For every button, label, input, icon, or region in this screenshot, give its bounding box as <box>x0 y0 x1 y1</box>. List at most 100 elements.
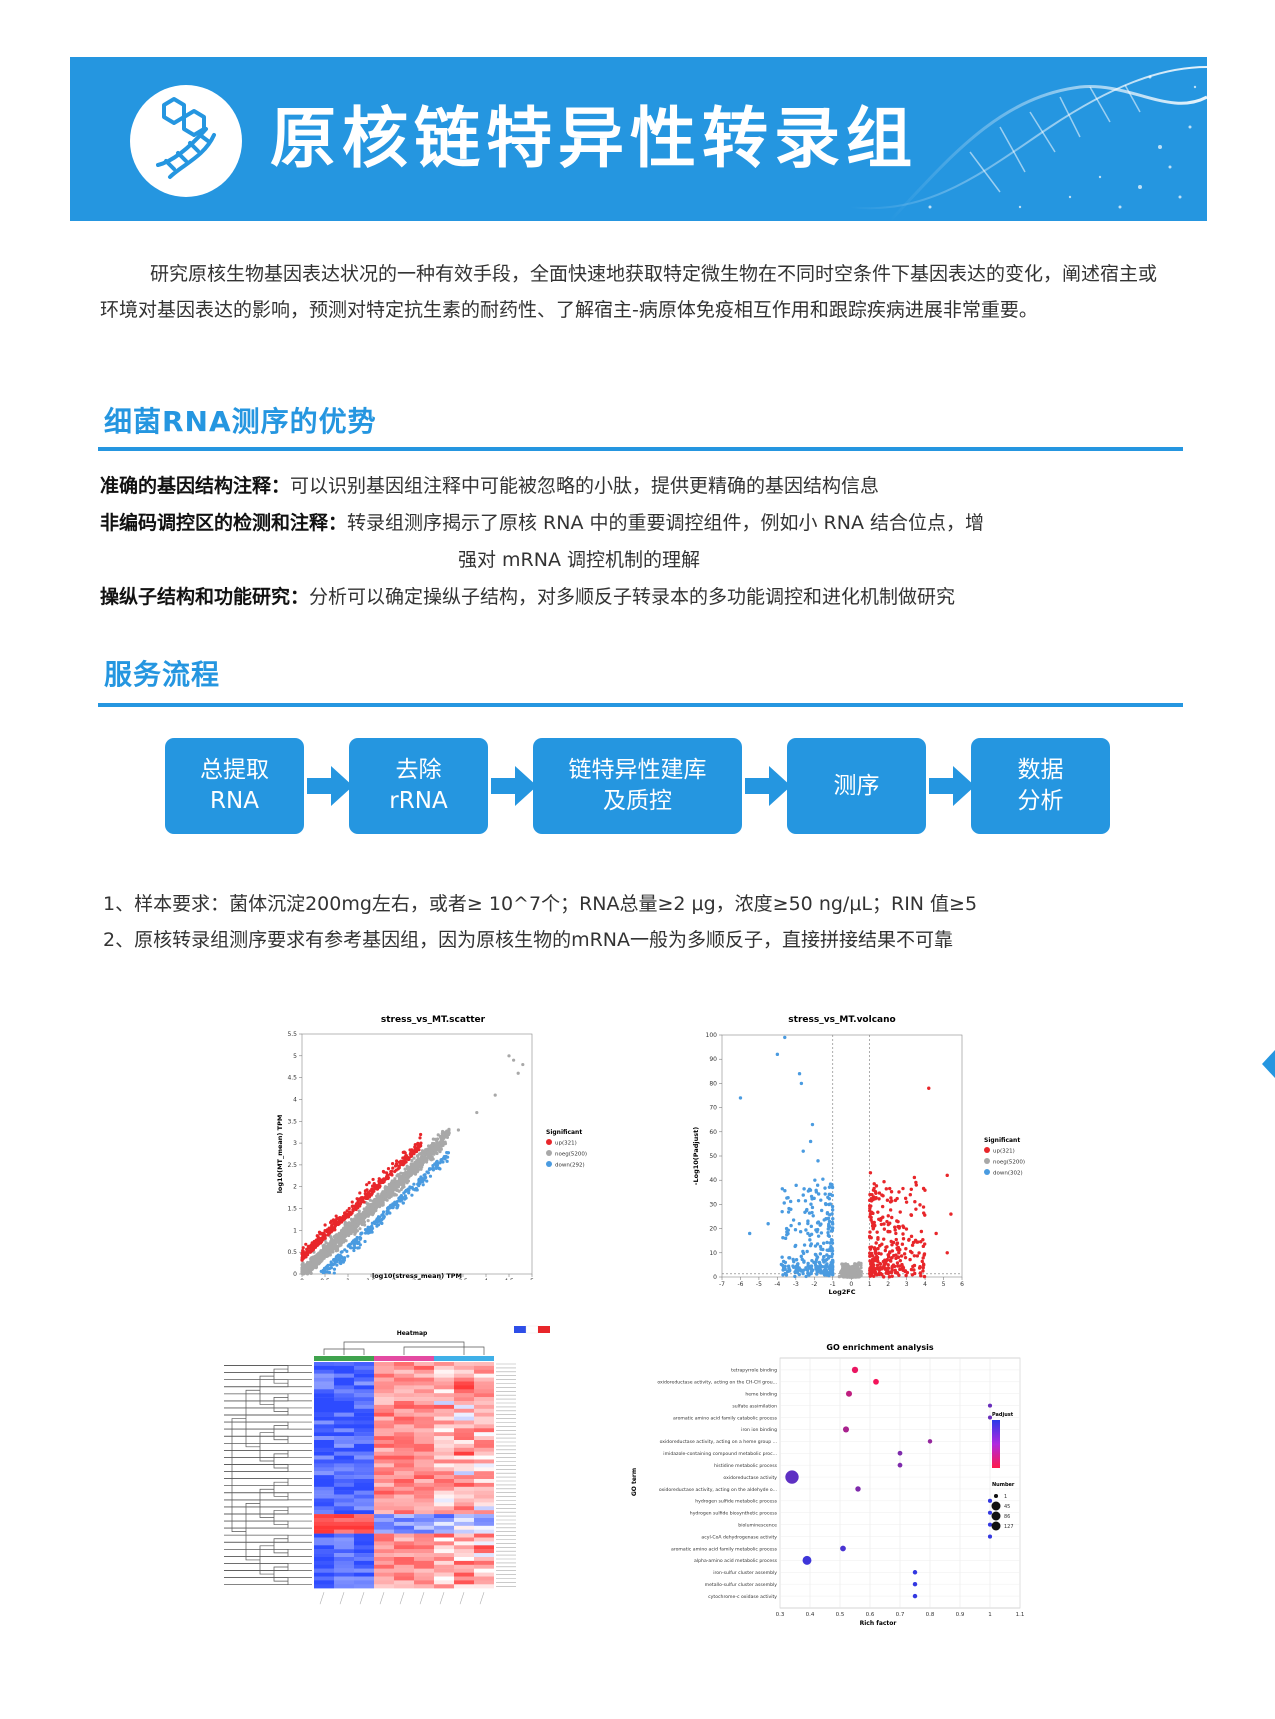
point-down <box>382 1215 386 1219</box>
point-up <box>405 1155 409 1159</box>
heatmap-cell <box>414 1533 434 1538</box>
point-noeg <box>382 1195 386 1199</box>
heatmap-cell <box>314 1436 334 1441</box>
workflow-step-total-rna: 总提取 RNA <box>165 738 304 834</box>
heatmap-cell <box>434 1443 454 1448</box>
heatmap-cell <box>354 1447 374 1452</box>
step-line1: 链特异性建库 <box>568 757 707 783</box>
point-down <box>326 1267 330 1271</box>
side-tab-arrow[interactable] <box>1262 1050 1275 1078</box>
point-up <box>315 1234 319 1238</box>
point-down <box>357 1246 361 1250</box>
point-up <box>877 1268 882 1273</box>
point-noeg <box>429 1153 433 1157</box>
heatmap-cell <box>394 1502 414 1507</box>
point-down <box>809 1242 813 1246</box>
heatmap-cell <box>314 1428 334 1433</box>
x-tick-label: 0 <box>849 1281 853 1288</box>
point-down <box>338 1257 342 1261</box>
heatmap-cell <box>434 1436 454 1441</box>
point-up <box>386 1167 391 1171</box>
heatmap-cell <box>414 1412 434 1417</box>
heatmap-cell <box>314 1447 334 1452</box>
advantage-text: 转录组测序揭示了原核 RNA 中的重要调控组件，例如小 RNA 结合位点，增 <box>347 512 984 534</box>
point-up <box>393 1164 398 1168</box>
point-noeg <box>395 1188 399 1193</box>
y-tick-label: 5 <box>293 1053 297 1060</box>
point-up <box>887 1275 892 1279</box>
heatmap-cell <box>474 1541 494 1546</box>
point-up <box>419 1144 423 1148</box>
point-down <box>814 1253 818 1257</box>
heatmap-cell <box>314 1525 334 1530</box>
heatmap-cell <box>314 1506 334 1511</box>
point-down <box>427 1167 432 1171</box>
point-up <box>360 1198 365 1202</box>
point-noeg <box>386 1191 390 1196</box>
go-term-label: iron-sulfur cluster assembly <box>713 1570 777 1576</box>
point-down <box>780 1255 784 1259</box>
x-tick-label: 1.1 <box>1016 1612 1025 1618</box>
heatmap-cell <box>434 1479 454 1484</box>
heatmap-cell <box>474 1545 494 1550</box>
heatmap-cell <box>454 1518 474 1523</box>
heatmap-cell <box>394 1420 414 1425</box>
heatmap-cell <box>374 1436 394 1441</box>
heatmap-cell <box>354 1494 374 1499</box>
heatmap-cell <box>374 1385 394 1390</box>
point-up <box>908 1257 912 1262</box>
heatmap-cell <box>354 1584 374 1589</box>
point-down <box>747 1231 752 1236</box>
point-up <box>898 1210 902 1214</box>
heatmap-cell <box>334 1440 354 1445</box>
heatmap-cell <box>414 1521 434 1526</box>
point-down <box>830 1222 835 1226</box>
go-term-label: imidazole-containing compound metabolic … <box>663 1451 777 1457</box>
heatmap-cell <box>454 1373 474 1378</box>
point-noeg <box>456 1128 460 1132</box>
heatmap-cell <box>474 1576 494 1581</box>
point-down <box>363 1239 367 1244</box>
point-noeg <box>843 1273 847 1278</box>
heatmap-cell <box>314 1373 334 1378</box>
heatmap-cell <box>474 1459 494 1464</box>
scale-low <box>514 1326 526 1333</box>
dendrogram-branch <box>273 1481 288 1497</box>
point-noeg <box>445 1135 450 1139</box>
x-tick-label: 2 <box>886 1281 890 1288</box>
size-legend-dot <box>991 1511 1001 1521</box>
point-up <box>890 1264 894 1269</box>
heatmap-cell <box>374 1447 394 1452</box>
y-tick-label: 1.5 <box>287 1206 297 1213</box>
heatmap-cell <box>414 1455 434 1460</box>
heatmap-cell <box>314 1393 334 1398</box>
heatmap-cell <box>394 1362 414 1367</box>
heatmap-cell <box>414 1529 434 1534</box>
dendrogram-branch <box>273 1538 288 1554</box>
intro-text: 研究原核生物基因表达状况的一种有效手段，全面快速地获取特定微生物在不同时空条件下… <box>100 256 1170 328</box>
point-down <box>827 1185 832 1189</box>
point-down <box>830 1183 834 1187</box>
go-point <box>845 1390 853 1397</box>
point-down <box>823 1192 827 1196</box>
y-tick-label: 0 <box>293 1271 297 1278</box>
heatmap-cell <box>374 1514 394 1519</box>
point-up <box>919 1229 924 1234</box>
point-noeg <box>328 1249 332 1253</box>
heatmap-chart-svg: Heatmap <box>224 1325 550 1605</box>
point-up <box>391 1166 395 1170</box>
heatmap-cell <box>474 1482 494 1487</box>
heatmap-cell <box>314 1510 334 1515</box>
heatmap-cell <box>374 1455 394 1460</box>
point-noeg <box>314 1262 318 1266</box>
point-down <box>780 1263 785 1268</box>
heatmap-cell <box>434 1408 454 1413</box>
y-tick-label: 70 <box>709 1105 717 1112</box>
heatmap-cell <box>394 1475 414 1480</box>
heatmap-cell <box>454 1424 474 1429</box>
heatmap-cell <box>394 1521 414 1526</box>
point-down <box>817 1261 822 1265</box>
heatmap-cell <box>394 1518 414 1523</box>
color-scale-legend <box>514 1325 550 1334</box>
heatmap-cell <box>474 1553 494 1558</box>
